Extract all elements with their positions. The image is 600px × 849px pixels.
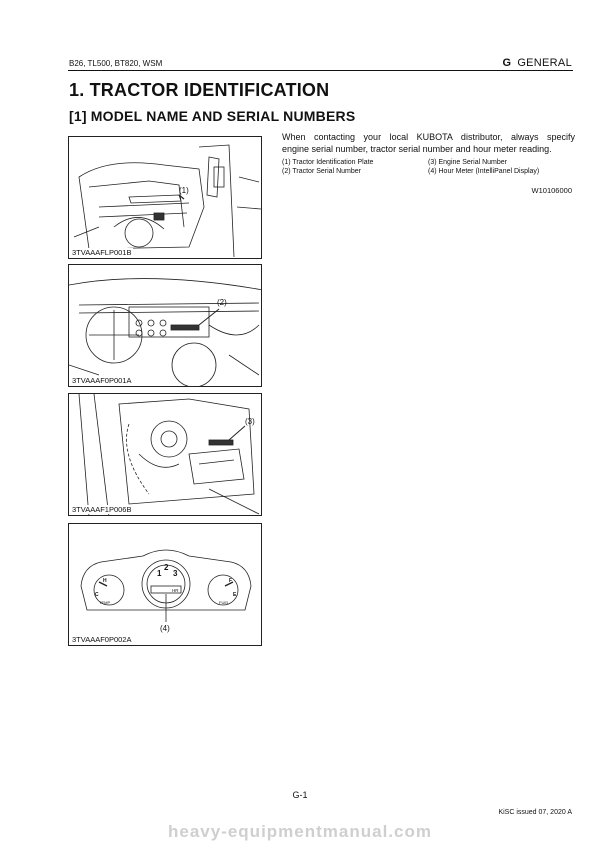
figure-3-code: 3TVAAAF1P006B [72,505,134,514]
fuel-label: FUEL [219,600,230,605]
figure-4-code: 3TVAAAF0P002A [72,635,134,644]
fuel-e-label: E [233,592,237,598]
figure-tractor-identification-plate: (1) 3TVAAAFLP001B [68,136,262,259]
figure-legend: (1) Tractor Identification Plate (3) Eng… [282,158,575,176]
fuel-gauge [207,574,239,606]
page-title: 1. TRACTOR IDENTIFICATION [69,80,330,100]
figure-2-drawing: (2) [69,278,261,386]
figure-1-code: 3TVAAAFLP001B [72,248,134,257]
rpm-label-2: 2 [164,563,169,572]
issued-note: KiSC issued 07, 2020 A [498,809,572,816]
page-number: G-1 [292,790,308,800]
section-letter: G [502,57,512,69]
legend-item-2: (2) Tractor Serial Number [282,168,361,175]
temp-label: TEMP [99,600,110,605]
figure-engine-serial-number: (3) 3TVAAAF1P006B [68,393,262,516]
legend-item-3: (3) Engine Serial Number [428,159,507,166]
figure-4-drawing: 1 2 3 HR H C TEMP F E FUEL (4) [80,549,252,633]
legend-row: (2) Tractor Serial Number (4) Hour Meter… [282,167,575,176]
figure-3-callout: (3) [245,417,255,426]
watermark: heavy-equipmentmanual.com [167,822,432,841]
figure-3-drawing: (3) [78,394,260,515]
hour-meter-display [150,585,182,594]
figure-1-drawing: (1) [73,144,261,258]
intro-line-1: When contacting your local KUBOTA distri… [282,132,575,142]
hour-meter-hr-label: HR [172,588,179,593]
legend-item-1: (1) Tractor Identification Plate [282,159,374,166]
intro-paragraph: When contacting your local KUBOTA distri… [282,131,575,155]
section-name: GENERAL [517,57,572,69]
legend-item-4: (4) Hour Meter (IntelliPanel Display) [428,168,540,175]
temp-gauge [93,574,125,606]
legend-row: (1) Tractor Identification Plate (3) Eng… [282,158,575,167]
header-models: B26, TL500, BT820, WSM [69,59,163,68]
intro-line-2: engine serial number, tractor serial num… [282,144,552,154]
header-rule [68,70,573,71]
section-subtitle: [1] MODEL NAME AND SERIAL NUMBERS [69,108,356,124]
temp-h-label: H [103,578,107,584]
figure-4-callout: (4) [160,624,170,633]
figure-tractor-serial-number: (2) 3TVAAAF0P001A [68,264,262,387]
figure-2-code: 3TVAAAF0P001A [72,376,134,385]
fuel-f-label: F [229,578,232,584]
figure-2-callout: (2) [217,298,227,307]
temp-c-label: C [95,592,99,598]
document-code: W10106000 [531,186,572,195]
figure-1-callout: (1) [179,186,189,195]
rpm-label-1: 1 [157,569,162,578]
rpm-label-3: 3 [173,569,178,578]
figure-hour-meter: 1 2 3 HR H C TEMP F E FUEL (4) 3TVAAAF0P… [68,523,262,646]
header-section: G GENERAL [502,57,572,69]
